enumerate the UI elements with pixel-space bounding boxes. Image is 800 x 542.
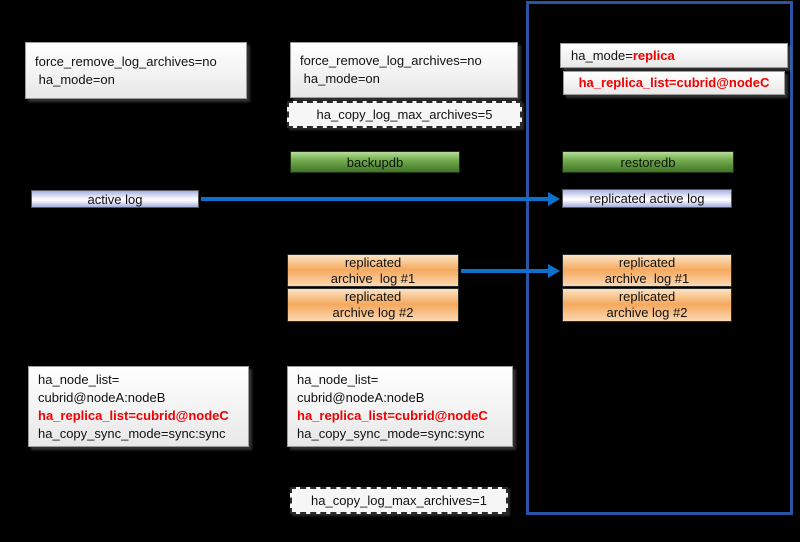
param-label: ha_copy_log_max_archives=5 xyxy=(316,107,493,122)
param-label: ha_copy_log_max_archives=1 xyxy=(311,493,487,508)
replication-arrow-archive-log xyxy=(461,269,548,273)
config-line: cubrid@nodeA:nodeB xyxy=(297,389,425,405)
config-line-highlight: ha_replica_list=cubrid@nodeC xyxy=(38,407,229,423)
slave-replicated-archive-log-1: replicated archive log #1 xyxy=(287,254,459,287)
slave-replicated-archive-log-2: replicated archive log #2 xyxy=(287,288,459,322)
param-box-copy-log-max-archives-5: ha_copy_log_max_archives=5 xyxy=(287,101,522,128)
config-line: force_remove_log_archives=no xyxy=(35,53,217,69)
config-line-highlight: ha_replica_list=cubrid@nodeC xyxy=(297,407,488,423)
config-line: cubrid@nodeA:nodeB xyxy=(38,389,166,405)
active-log-box: active log xyxy=(31,190,199,208)
config-box-slave-top: force_remove_log_archives=no ha_mode=on xyxy=(290,42,518,98)
config-text-highlight: ha_replica_list=cubrid@nodeC xyxy=(578,75,770,90)
command-label: backupdb xyxy=(346,154,404,170)
config-line: ha_node_list= xyxy=(297,371,379,387)
config-box-replica-ha-mode: ha_mode=replica xyxy=(560,43,788,68)
log-line: archive log #1 xyxy=(604,270,690,286)
replica-replicated-archive-log-2: replicated archive log #2 xyxy=(562,288,732,322)
config-line: ha_mode=on xyxy=(300,71,380,86)
config-line: force_remove_log_archives=no xyxy=(300,53,482,68)
config-line: ha_mode=on xyxy=(35,71,115,87)
config-line: ha_copy_sync_mode=sync:sync xyxy=(38,425,226,441)
replica-replicated-archive-log-1: replicated archive log #1 xyxy=(562,254,732,287)
log-line: archive log #2 xyxy=(332,305,414,320)
arrow-head-icon xyxy=(548,264,560,278)
config-text-highlight: replica xyxy=(632,47,675,63)
config-box-master-bottom: ha_node_list= cubrid@nodeA:nodeB ha_repl… xyxy=(28,366,249,447)
replication-arrow-active-log xyxy=(201,197,548,201)
log-label: replicated active log xyxy=(589,191,705,206)
log-label: active log xyxy=(87,191,143,207)
config-line: ha_copy_sync_mode=sync:sync xyxy=(297,425,485,441)
backupdb-command-box: backupdb xyxy=(290,151,460,173)
config-box-replica-list: ha_replica_list=cubrid@nodeC xyxy=(563,71,785,95)
config-box-slave-bottom: ha_node_list= cubrid@nodeA:nodeB ha_repl… xyxy=(287,366,513,447)
arrow-head-icon xyxy=(548,192,560,206)
log-line: replicated xyxy=(344,254,402,270)
log-line: replicated xyxy=(618,254,676,270)
config-box-master-top: force_remove_log_archives=no ha_mode=on xyxy=(25,42,247,99)
replicated-active-log-box: replicated active log xyxy=(562,189,732,208)
param-box-copy-log-max-archives-1: ha_copy_log_max_archives=1 xyxy=(290,487,508,514)
replica-node-container xyxy=(526,1,793,515)
config-text: ha_mode= xyxy=(571,47,633,63)
log-line: replicated xyxy=(618,289,676,304)
config-line: ha_node_list= xyxy=(38,371,120,387)
log-line: archive log #2 xyxy=(606,305,688,320)
command-label: restoredb xyxy=(620,154,676,170)
restoredb-command-box: restoredb xyxy=(562,151,734,173)
log-line: replicated xyxy=(344,289,402,304)
log-line: archive log #1 xyxy=(330,270,416,286)
